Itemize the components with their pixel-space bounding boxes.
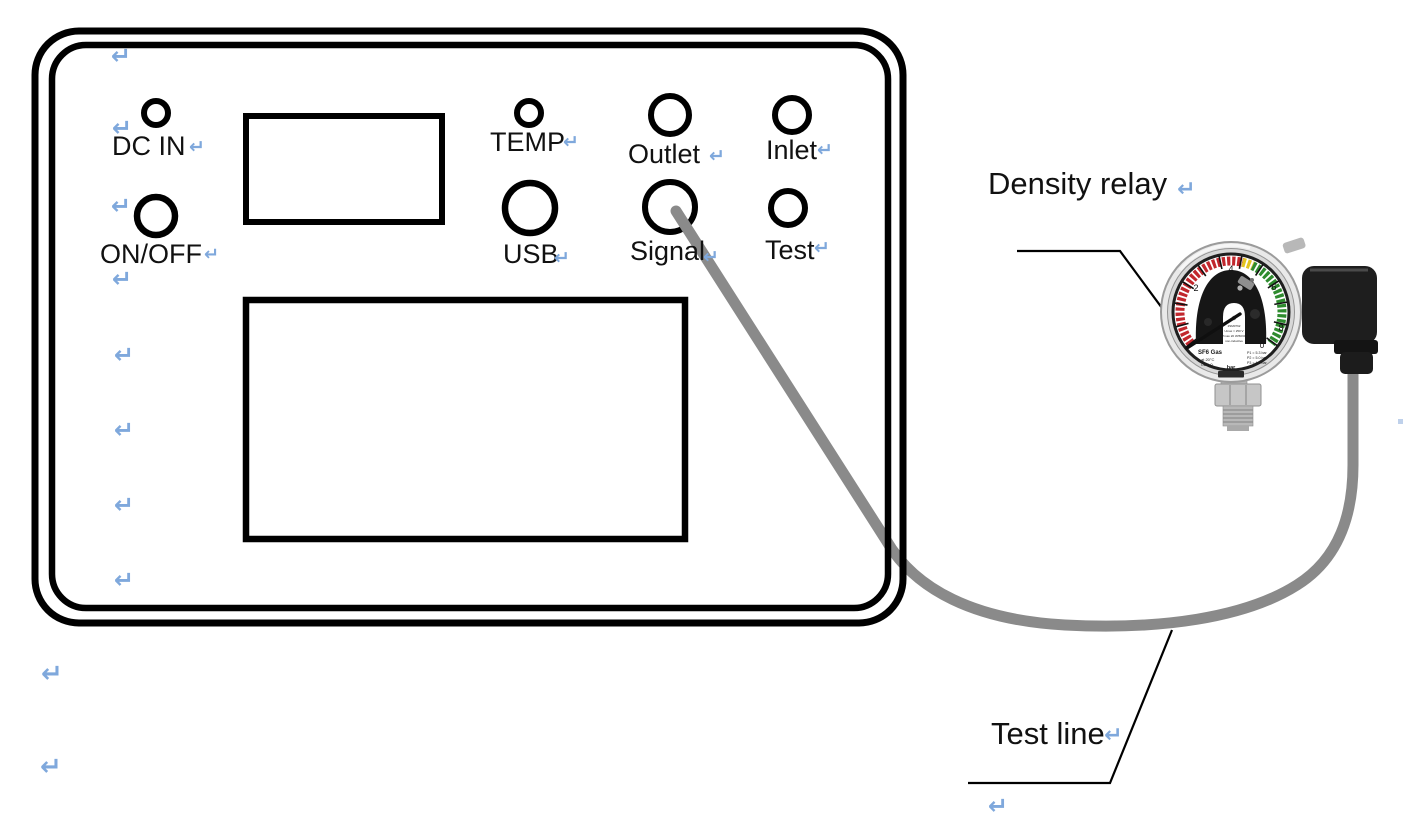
gauge-text-ref-temp: at 20°C (1201, 357, 1214, 362)
paragraph-mark: ↵ (554, 247, 570, 269)
usb-port-circle (501, 179, 559, 237)
gauge-text-inductive: non-inductive (1225, 339, 1243, 343)
fitting-hex-nut (1214, 383, 1262, 407)
gauge-tick-label-8: 8 (1278, 323, 1283, 333)
port-label-signal: Signal (630, 236, 706, 266)
main-screen-window (242, 296, 689, 543)
paragraph-mark: ↵ (112, 265, 133, 293)
panel-inner-border (48, 41, 892, 612)
display-window (243, 113, 445, 225)
port-label-inlet: Inlet (766, 135, 818, 165)
fitting-thread (1222, 405, 1254, 427)
paragraph-mark: ↵ (563, 131, 579, 153)
paragraph-mark: ↵ (814, 237, 830, 259)
paragraph-mark: ↵ (817, 139, 833, 161)
paragraph-mark: ↵ (114, 341, 135, 369)
cable-gland-lower (1340, 352, 1373, 374)
port-label-usb: USB (503, 239, 559, 269)
gauge-needle (1185, 312, 1242, 350)
paragraph-mark: ↵ (114, 491, 135, 519)
dc-in-port-circle (141, 98, 171, 128)
gauge-contact-screw-b (1250, 278, 1254, 282)
signal-port-circle (642, 179, 698, 235)
gauge-tick-label-6: 6 (1271, 282, 1276, 292)
fitting-thread-lines (1223, 409, 1253, 423)
fitting-tip (1227, 426, 1249, 431)
gauge-mech-detail-right (1250, 309, 1260, 319)
port-label-temp: TEMP (490, 127, 566, 157)
gauge-text-class: CL 1.0 (1201, 362, 1213, 367)
gauge-contact-screw-a (1237, 285, 1243, 291)
gauge-tick-label-end: 0 (1260, 341, 1265, 350)
paragraph-mark: ↵ (1177, 177, 1196, 202)
gauge-text-setpoint-3: P3 = 4.5 bar (1247, 361, 1267, 365)
gauge-logo-box (1218, 371, 1244, 378)
port-label-outlet: Outlet (628, 139, 701, 169)
paragraph-mark: ↵ (111, 192, 132, 220)
paragraph-mark: ↵ (204, 244, 220, 265)
gauge-text-setpoint-1: P1 = 5.3 bar (1247, 351, 1267, 355)
density-relay-gauge: -1 2 4 6 8 0 2SM0762 Umax = 250 V (1160, 237, 1378, 431)
port-label-test: Test (765, 235, 815, 265)
paragraph-mark: ↵ (703, 246, 719, 268)
test-line-label: Test line (991, 716, 1105, 751)
blue-artifact-dot (1398, 419, 1403, 424)
fitting-hex-facets (1229, 385, 1247, 405)
paragraph-mark: ↵ (111, 42, 132, 70)
inlet-port-circle (772, 95, 812, 135)
paragraph-mark: ↵ (189, 136, 205, 158)
paragraph-mark: ↵ (112, 114, 133, 142)
paragraph-mark: ↵ (41, 659, 63, 689)
cable-gland-upper (1334, 340, 1378, 354)
gauge-bezel-shine (1178, 243, 1251, 271)
on-off-port-circle (133, 193, 179, 239)
density-relay-label: Density relay (988, 166, 1168, 201)
cable-connector-body (1302, 266, 1377, 344)
paragraph-mark: ↵ (1104, 723, 1123, 748)
port-label-on-off: ON/OFF (100, 239, 202, 269)
gauge-scale-ticks (1174, 255, 1288, 348)
paragraph-mark: ↵ (40, 752, 62, 782)
panel-outer-border (31, 27, 907, 627)
gauge-text-serial: 2SM0762 (1228, 324, 1241, 328)
gauge-text-gas: SF6 Gas (1198, 350, 1223, 356)
test-line-cable (670, 205, 1359, 632)
gauge-tick-label-2: 2 (1193, 283, 1198, 293)
gauge-text-unit: bar (1227, 365, 1236, 371)
test-port-circle (768, 188, 808, 228)
test-line-leader-line (968, 629, 1174, 785)
port-label-dc-in: DC IN (112, 131, 186, 161)
gauge-text-pmax: Pmax 20 W/50VA (1222, 334, 1245, 338)
paragraph-mark: ↵ (709, 145, 725, 167)
gauge-tick-label-4: 4 (1228, 264, 1233, 274)
gauge-case-tab (1282, 237, 1306, 254)
gauge-text-setpoint-2: P2 = 5.0 bar (1247, 356, 1267, 360)
paragraph-mark: ↵ (114, 566, 135, 594)
gauge-band-yellow (1241, 257, 1255, 270)
paragraph-mark: ↵ (988, 792, 1009, 820)
outlet-port-circle (648, 93, 692, 137)
paragraph-mark: ↵ (114, 416, 135, 444)
gauge-contact-plate (1237, 276, 1255, 290)
temp-port-circle (514, 98, 544, 128)
gauge-text-umax: Umax = 250 V (1224, 329, 1243, 333)
gauge-mech-detail-left (1204, 318, 1212, 326)
gauge-band-green (1250, 261, 1287, 347)
